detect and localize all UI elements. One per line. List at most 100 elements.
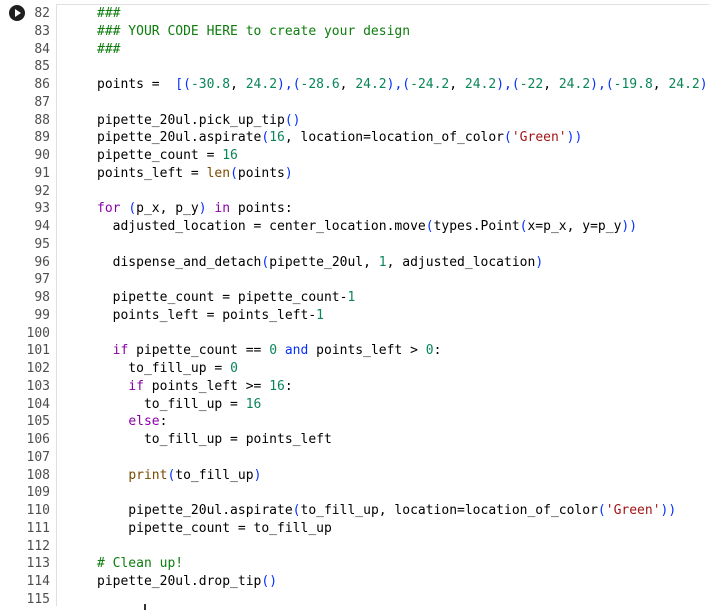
run-cell-button[interactable] [9, 5, 25, 21]
code-line[interactable]: 115 [27, 591, 709, 609]
code-token [277, 343, 285, 358]
code-line[interactable]: 101 if pipette_count == 0 and points_lef… [27, 342, 709, 360]
code-token: 24.2 [245, 77, 278, 92]
line-number: 110 [26, 503, 50, 518]
code-line[interactable]: 83### YOUR CODE HERE to create your desi… [34, 23, 709, 41]
code-token: -22 [519, 77, 544, 92]
code-token: in [214, 201, 231, 217]
code-text: to_fill_up = 16 [97, 396, 261, 414]
code-line[interactable]: 92 [34, 183, 709, 201]
code-text: pipette_20ul.drop_tip() [97, 573, 277, 591]
code-token: if [112, 343, 129, 359]
code-line[interactable]: 98 pipette_count = pipette_count-1 [34, 289, 709, 307]
code-token: ( [519, 219, 528, 234]
code-token: if [128, 378, 144, 394]
code-line[interactable]: 113 # Clean up! [27, 555, 709, 573]
line-number: 93 [34, 201, 50, 217]
code-token: 0 [269, 343, 278, 359]
code-line[interactable]: 96 dispense_and_detach(pipette_20ul, 1, … [34, 254, 709, 272]
line-number: 84 [34, 41, 50, 57]
code-token: points: [230, 201, 293, 217]
code-token: ) [699, 77, 708, 92]
code-token: , [339, 77, 356, 92]
code-token: : [284, 378, 293, 394]
code-line[interactable]: 93 for (p_x, p_y) in points: [34, 200, 709, 218]
code-line[interactable]: 102 to_fill_up = 0 [27, 360, 709, 378]
code-token: pipette_20ul.pick_up_tip [97, 112, 285, 128]
line-number: 99 [34, 307, 50, 323]
code-text: points_left = points_left-1 [97, 307, 324, 325]
code-token: ) [535, 254, 544, 270]
code-line[interactable]: 85 [34, 58, 709, 76]
code-text: pipette_20ul.pick_up_tip() [97, 112, 301, 130]
code-editor[interactable]: 82###83### YOUR CODE HERE to create your… [27, 4, 709, 610]
code-token: pipette_count = pipette_count- [97, 290, 348, 305]
code-token: ### [97, 6, 121, 21]
code-token: 16 [269, 130, 285, 146]
code-line[interactable]: 97 [34, 271, 709, 289]
code-token: [( [175, 77, 191, 92]
code-token: ),( [496, 77, 520, 92]
code-text: pipette_20ul.aspirate(16, location=locat… [97, 129, 582, 147]
code-token: 16 [269, 378, 285, 394]
code-line[interactable]: 104 to_fill_up = 16 [27, 396, 709, 414]
code-line[interactable]: 87 [34, 94, 709, 112]
code-token: pipette_20ul, [269, 254, 379, 270]
code-token: p_x, p_y [136, 201, 199, 217]
code-line[interactable]: 95 [34, 236, 709, 254]
code-text: pipette_count = pipette_count-1 [97, 289, 356, 307]
code-line[interactable]: 109 [27, 484, 709, 502]
code-line[interactable]: 84 ### [34, 41, 709, 59]
code-token: -24.2 [410, 77, 450, 92]
code-token: 1 [316, 307, 324, 323]
code-line[interactable]: 108 print(to_fill_up) [27, 467, 709, 485]
line-number: 83 [34, 23, 50, 39]
code-token: x=p_x, y=p_y [527, 219, 622, 234]
code-line[interactable]: 111 pipette_count = to_fill_up [27, 520, 709, 538]
code-token: 16 [222, 148, 238, 163]
code-token: 24.2 [668, 77, 700, 92]
code-line[interactable]: 110 pipette_20ul.aspirate(to_fill_up, lo… [27, 502, 709, 520]
code-line[interactable]: 112 [27, 538, 709, 556]
code-token: points [237, 165, 285, 181]
line-number: 108 [26, 467, 50, 483]
code-token [97, 468, 128, 483]
code-token: pipette_20ul.drop_tip [97, 574, 262, 589]
code-line[interactable]: 99 points_left = points_left-1 [34, 307, 709, 325]
code-token: ( [128, 201, 137, 217]
code-token: types.Point [433, 219, 520, 234]
code-line[interactable]: 103 if points_left >= 16: [27, 378, 709, 396]
code-token: adjusted_location = center_location.move [97, 219, 426, 234]
code-token: () [261, 574, 278, 589]
code-token: points_left = points_left- [97, 307, 317, 323]
line-number: 111 [26, 520, 50, 536]
code-text: # Clean up! [97, 555, 183, 573]
code-line[interactable]: 94 adjusted_location = center_location.m… [34, 218, 709, 236]
code-token: points_left >= [143, 378, 270, 394]
code-token: ),( [277, 77, 301, 92]
code-token: and [284, 343, 309, 359]
code-token: pipette_20ul.aspirate [97, 503, 293, 518]
code-text: for (p_x, p_y) in points: [97, 200, 293, 218]
code-token [97, 343, 113, 358]
code-token: ( [261, 254, 270, 270]
code-line[interactable]: 100 [27, 325, 709, 343]
code-text: if pipette_count == 0 and points_left > … [97, 342, 442, 360]
code-token: : [433, 343, 442, 359]
code-line[interactable]: 82### [34, 5, 709, 23]
code-line[interactable]: 107 [27, 449, 709, 467]
code-text: dispense_and_detach(pipette_20ul, 1, adj… [97, 254, 544, 272]
line-number: 113 [26, 556, 50, 572]
code-token: 0 [425, 343, 434, 359]
code-line[interactable]: 106 to_fill_up = points_left [27, 431, 709, 449]
code-token: ### [97, 41, 121, 57]
code-token: pipette_count = [97, 148, 223, 163]
code-token: )) [621, 219, 638, 234]
code-line[interactable]: 105 else: [27, 413, 709, 431]
